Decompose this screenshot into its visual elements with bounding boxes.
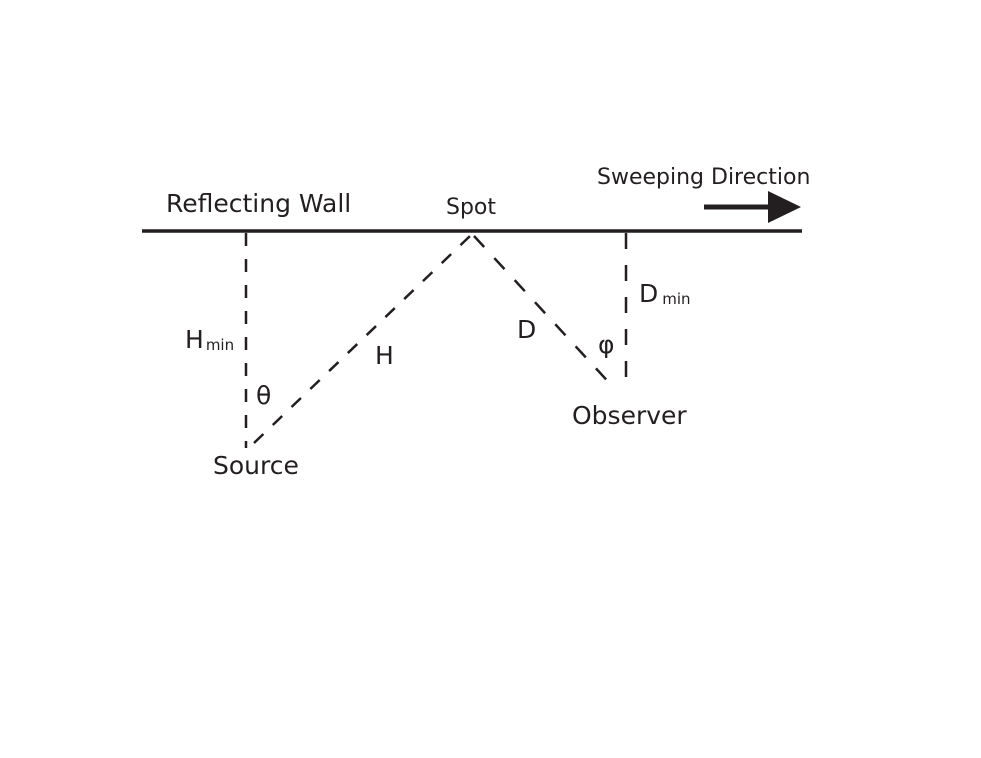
d-label: D — [517, 315, 536, 344]
d-dashed-line — [473, 235, 615, 389]
d-min-main: D — [639, 279, 658, 308]
observer-label: Observer — [572, 401, 687, 430]
sweeping-direction-arrow — [704, 191, 801, 223]
spot-label: Spot — [446, 195, 496, 220]
sweeping-direction-label: Sweeping Direction — [597, 165, 810, 190]
h-min-sub: min — [206, 336, 234, 354]
phi-label: φ — [598, 330, 615, 359]
h-label: H — [375, 341, 394, 370]
h-min-main: H — [185, 325, 204, 354]
d-min-sub: min — [662, 290, 690, 308]
theta-label: θ — [256, 381, 271, 410]
wall-label: Reflecting Wall — [166, 189, 351, 218]
h-dashed-line — [253, 235, 471, 444]
source-label: Source — [213, 451, 299, 480]
